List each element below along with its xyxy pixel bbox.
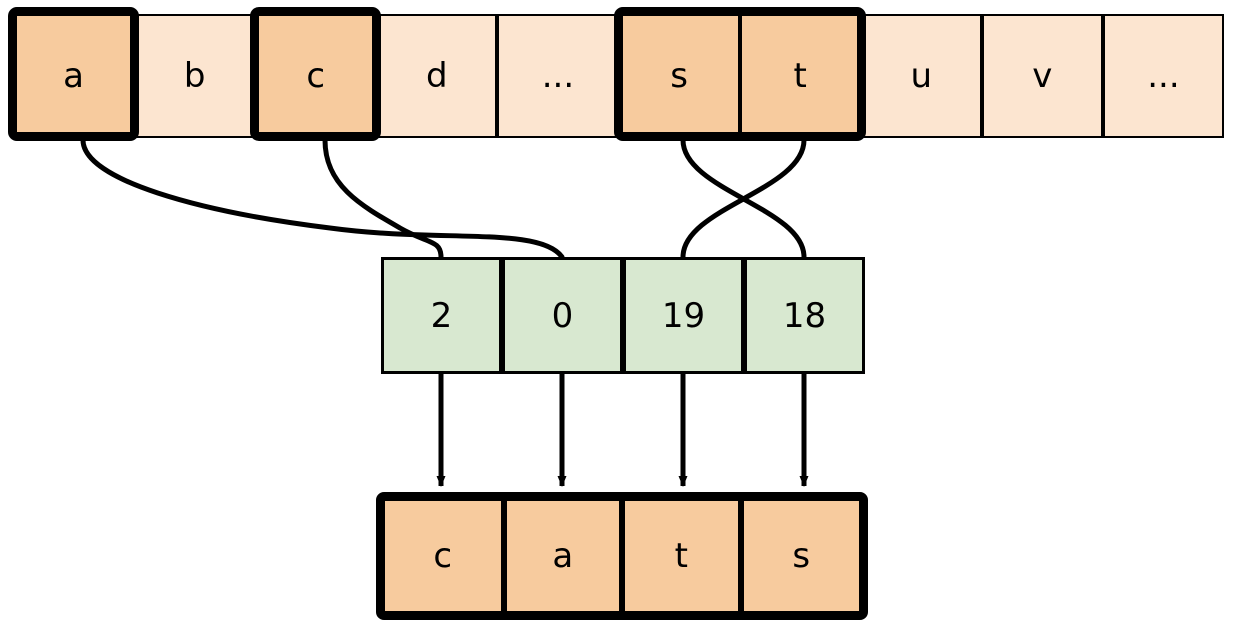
alphabet-cell-u[interactable]: u — [860, 14, 982, 138]
alphabet-cell-t[interactable]: t — [739, 14, 861, 138]
alphabet-cell-a[interactable]: a — [13, 14, 135, 138]
alphabet-cell-s[interactable]: s — [618, 14, 740, 138]
index-to-result-arrows — [436, 374, 809, 487]
result-cell-1[interactable]: a — [503, 501, 622, 611]
result-cell-2[interactable]: t — [622, 501, 741, 611]
index-cell-1[interactable]: 0 — [502, 257, 623, 374]
index-cell-3[interactable]: 18 — [744, 257, 865, 374]
alphabet-cell-c[interactable]: c — [255, 14, 377, 138]
index-cell-0[interactable]: 2 — [381, 257, 502, 374]
curved-connectors — [80, 137, 807, 260]
alphabet-cell-d[interactable]: d — [376, 14, 498, 138]
result-cell-0[interactable]: c — [385, 501, 504, 611]
result-cell-3[interactable]: s — [740, 501, 859, 611]
curve-c-to-index0 — [322, 137, 444, 260]
curve-s-to-index3 — [680, 137, 807, 260]
alphabet-cell-ellipsis-9[interactable]: ... — [1102, 14, 1224, 138]
curve-a-to-index1 — [80, 137, 565, 260]
alphabet-cell-ellipsis-4[interactable]: ... — [497, 14, 619, 138]
index-cell-2[interactable]: 19 — [623, 257, 744, 374]
alphabet-cell-b[interactable]: b — [134, 14, 256, 138]
alphabet-cell-v[interactable]: v — [981, 14, 1103, 138]
curve-t-to-index2 — [680, 137, 807, 260]
